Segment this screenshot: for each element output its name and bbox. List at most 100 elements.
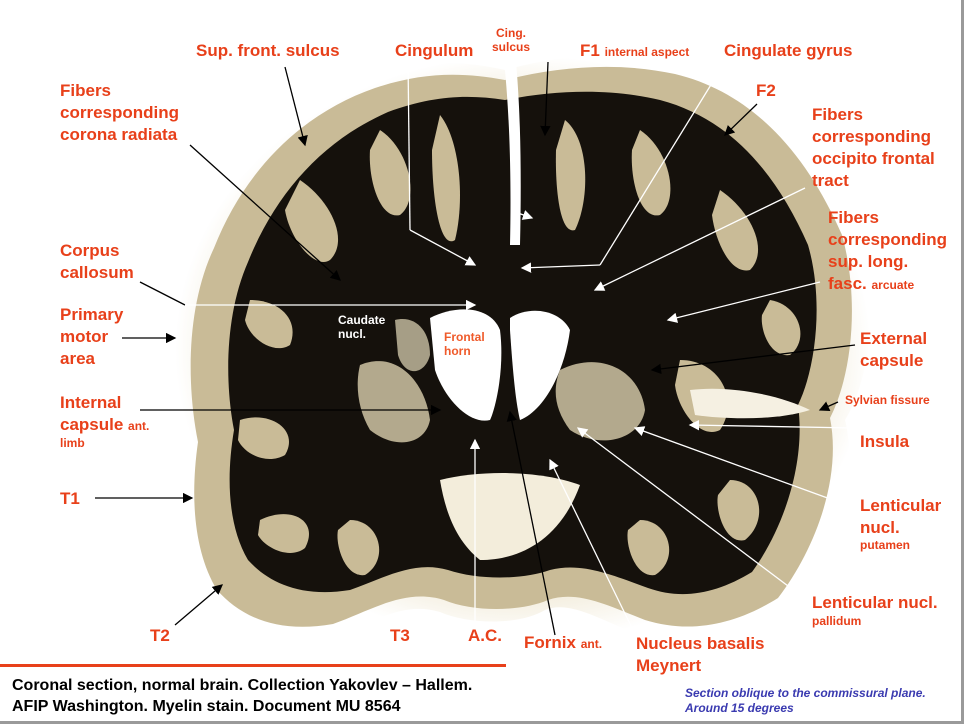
label-internal-line1: Internal <box>60 393 122 412</box>
arrow-fornix <box>506 410 556 636</box>
label-primary-line3: area <box>60 349 95 368</box>
lenticular-nucleus-left <box>357 361 430 443</box>
label-lent-put-line1: Lenticular <box>860 496 942 515</box>
label-nucleus-basalis: Nucleus basalis Meynert <box>636 633 765 677</box>
caudate-nucleus <box>395 319 430 372</box>
label-fornix-text: Fornix <box>524 633 576 652</box>
arrow-cingulate-gyrus <box>599 61 726 266</box>
label-f1-sub: internal aspect <box>604 45 690 59</box>
label-external-line2: capsule <box>860 351 924 370</box>
label-fibers-cr-line1: Fibers <box>60 81 112 100</box>
label-insula: Insula <box>860 432 910 451</box>
label-frontal-line1: Frontal <box>444 330 485 344</box>
label-fibers-slf-fasc: fasc. <box>828 274 867 293</box>
note-line1: Section oblique to the commissural plane… <box>685 686 926 700</box>
arrow-nucleus-basalis <box>549 458 633 629</box>
label-lent-put-line3: putamen <box>860 538 911 552</box>
label-fibers-slf-line4: fasc. arcuate <box>828 273 947 296</box>
label-cing-sulcus-line1: Cing. <box>496 26 526 40</box>
label-fibers-cr-line3: corona radiata <box>60 125 178 144</box>
label-internal-capsule-word: capsule <box>60 415 124 434</box>
label-caudate-line2: nucl. <box>338 327 367 341</box>
arrow-occipito-frontal <box>593 187 806 291</box>
label-fibers-corona-radiata: Fibers corresponding corona radiata <box>60 80 179 146</box>
label-internal-line2: capsule ant. <box>60 414 149 437</box>
arrow-insula <box>688 419 856 431</box>
label-fibers-cr-line2: corresponding <box>60 103 180 122</box>
label-caudate-line1: Caudate <box>338 313 386 327</box>
label-cingulate-gyrus: Cingulate gyrus <box>724 41 853 60</box>
label-internal-limb: limb <box>60 436 85 450</box>
arrow-fibers-corona-radiata <box>189 144 341 281</box>
label-fibers-sup-long-fasc: Fibers corresponding sup. long. fasc. ar… <box>828 207 947 296</box>
label-primary-line2: motor <box>60 327 109 346</box>
label-cingulum: Cingulum <box>395 41 474 60</box>
label-lent-pal-line2: pallidum <box>812 614 862 628</box>
label-cing-sulcus: Cing. sulcus <box>492 26 530 54</box>
label-primary-motor-area: Primary motor area <box>60 304 123 370</box>
arrow-sup-long-fasc <box>666 281 821 323</box>
label-lent-put-line2: nucl. <box>860 518 900 537</box>
interhemispheric-fissure <box>500 30 521 245</box>
label-fibers-of-line1: Fibers <box>812 105 864 124</box>
arrow-corpus-callosum <box>139 281 186 306</box>
label-external-capsule: External capsule <box>860 328 927 372</box>
label-fibers-occipito-frontal: Fibers corresponding occipito frontal tr… <box>812 104 935 192</box>
label-fibers-slf-line3: sup. long. <box>828 252 909 271</box>
arrow-cingulum <box>407 59 411 231</box>
label-t3: T3 <box>390 626 410 645</box>
label-primary-line1: Primary <box>60 305 124 324</box>
label-lenticular-pallidum: Lenticular nucl. pallidum <box>812 592 938 628</box>
label-fibers-slf-line1: Fibers <box>828 208 880 227</box>
label-frontal-line2: horn <box>444 344 471 358</box>
label-nucleus-line1: Nucleus basalis <box>636 634 765 653</box>
label-lent-pal-line1: Lenticular nucl. <box>812 593 938 612</box>
label-external-line1: External <box>860 329 928 348</box>
label-t1: T1 <box>60 489 80 508</box>
label-nucleus-line2: Meynert <box>636 656 702 675</box>
label-fornix-ant: ant. <box>580 637 603 651</box>
label-t2: T2 <box>150 626 170 645</box>
arrow-f2 <box>724 103 758 136</box>
arrow-cing-sulcus <box>513 57 516 213</box>
label-sup-front-sulcus: Sup. front. sulcus <box>196 41 340 60</box>
caption-divider <box>0 664 506 667</box>
label-internal-ant: ant. <box>128 419 150 433</box>
lenticular-nucleus-right <box>555 362 645 441</box>
label-f1-text: F1 <box>580 41 600 60</box>
label-corpus-line2: callosum <box>60 263 134 282</box>
label-caudate-nucl: Caudate nucl. <box>338 313 385 341</box>
label-sylvian-fissure: Sylvian fissure <box>845 393 930 407</box>
label-fibers-slf-line2: corresponding <box>828 230 948 249</box>
label-fibers-of-line3: occipito frontal <box>812 149 935 168</box>
label-ac: A.C. <box>468 626 502 645</box>
arrow-lent-putamen <box>633 426 856 509</box>
caption-line2: AFIP Washington. Myelin stain. Document … <box>12 698 401 715</box>
arrow-sup-front-sulcus <box>284 66 308 147</box>
label-fibers-slf-arcuate: arcuate <box>871 278 915 292</box>
frontal-horn <box>430 309 502 421</box>
label-frontal-horn: Frontal horn <box>444 330 485 358</box>
arrow-f1 <box>540 61 551 137</box>
arrow-external-capsule <box>650 344 856 375</box>
label-corpus-callosum: Corpus callosum <box>60 240 134 284</box>
label-lenticular-putamen: Lenticular nucl. putamen <box>860 495 941 552</box>
section-note: Section oblique to the commissural plane… <box>685 686 926 716</box>
arrow-sylvian <box>818 401 839 412</box>
arrow-lent-pallidum <box>576 427 801 596</box>
label-f2: F2 <box>756 81 776 100</box>
note-line2: Around 15 degrees <box>685 701 794 715</box>
label-fornix: Fornix ant. <box>524 632 602 655</box>
label-internal-capsule: Internal capsule ant. limb <box>60 392 149 450</box>
label-cing-sulcus-line2: sulcus <box>492 40 531 54</box>
label-f1: F1 internal aspect <box>580 40 689 63</box>
label-corpus-line1: Corpus <box>60 241 120 260</box>
figure-caption: Coronal section, normal brain. Collectio… <box>12 675 472 717</box>
sylvian-fissure <box>690 388 810 419</box>
arrow-t2 <box>174 584 223 626</box>
label-fibers-of-line4: tract <box>812 171 849 190</box>
label-fibers-of-line2: corresponding <box>812 127 932 146</box>
